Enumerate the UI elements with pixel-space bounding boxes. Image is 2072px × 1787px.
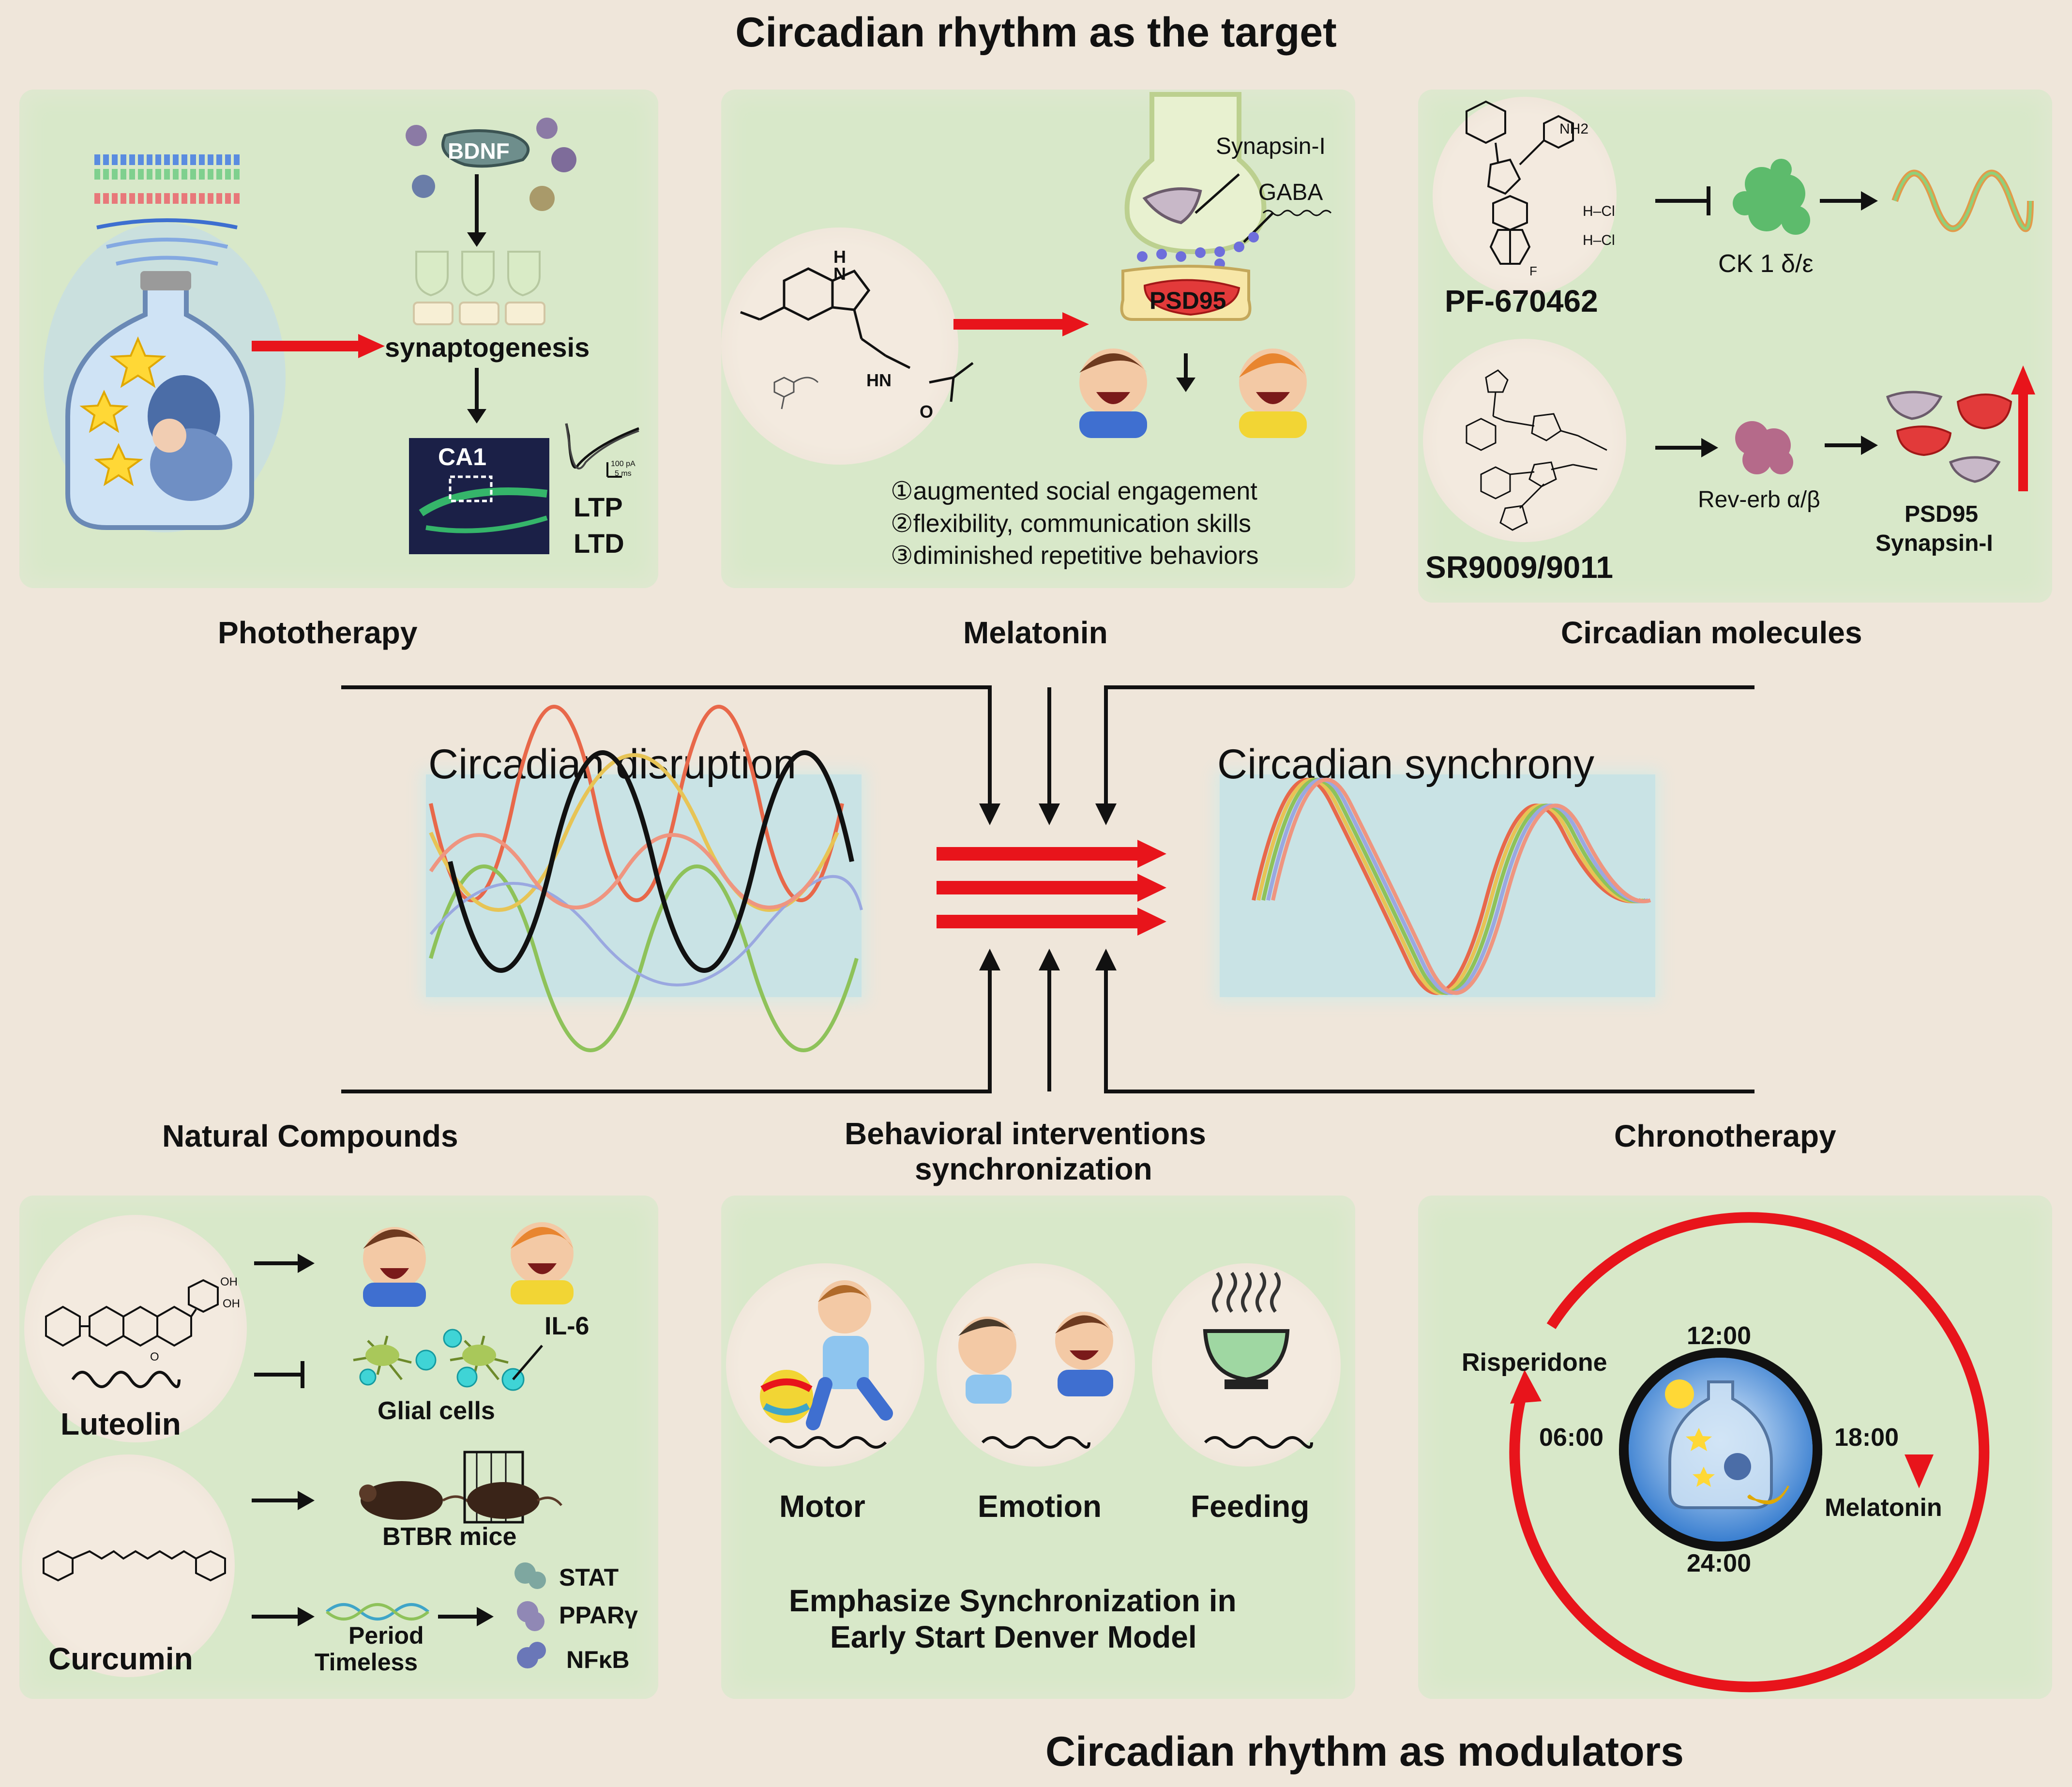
il6-label: IL-6	[544, 1312, 590, 1340]
sr-structure-circle	[1423, 339, 1626, 542]
top-title: Circadian rhythm as the target	[735, 9, 1337, 56]
section-label-melatonin: Melatonin	[963, 615, 1108, 650]
emotion-label: Emotion	[978, 1489, 1102, 1524]
bdnf-label: BDNF	[448, 138, 510, 164]
outcome-1: ①augmented social engagement	[891, 477, 1257, 505]
ppar-label: PPARγ	[559, 1602, 638, 1629]
amide-o-label: O	[920, 402, 934, 422]
oh-label-2: OH	[223, 1297, 240, 1310]
amide-hn-label: HN	[866, 370, 892, 390]
period-label: Period	[348, 1622, 424, 1649]
hcl-label-1: H–Cl	[1583, 203, 1615, 219]
light-rows	[94, 154, 240, 204]
section-label-natural-compounds: Natural Compounds	[162, 1119, 458, 1153]
risperidone-label: Risperidone	[1462, 1348, 1607, 1377]
sr9009-label: SR9009/9011	[1425, 550, 1613, 585]
scale-pa-label: 100 pA	[611, 460, 635, 468]
hcl-label-2: H–Cl	[1583, 232, 1615, 248]
motor-label: Motor	[779, 1489, 865, 1524]
nfkb-label: NFκB	[566, 1646, 630, 1673]
curcumin-structure-circle	[22, 1454, 235, 1677]
synapsin-right-label: Synapsin-I	[1875, 530, 1993, 556]
time-24: 24:00	[1687, 1549, 1751, 1577]
o-label-luteolin: O	[150, 1350, 159, 1363]
scale-ms-label: 5 ms	[615, 469, 632, 478]
emphasis-line-2: Early Start Denver Model	[830, 1620, 1197, 1654]
indole-n-label: N	[833, 264, 846, 284]
synapsin-label: Synapsin-I	[1216, 134, 1326, 159]
melatonin-chrono-label: Melatonin	[1825, 1494, 1942, 1522]
timeless-label: Timeless	[315, 1649, 418, 1676]
melatonin-structure-circle	[721, 227, 958, 465]
section-label-circadian-molecules: Circadian molecules	[1561, 615, 1862, 650]
section-label-phototherapy: Phototherapy	[218, 615, 418, 650]
rev-erb-label: Rev-erb α/β	[1698, 487, 1820, 513]
section-label-behavioral-1: Behavioral interventions	[845, 1116, 1206, 1151]
ltd-label: LTD	[574, 528, 624, 559]
luteolin-structure-circle	[24, 1215, 247, 1442]
stat-label: STAT	[559, 1564, 619, 1591]
time-06: 06:00	[1539, 1424, 1603, 1452]
gaba-label: GABA	[1258, 180, 1323, 205]
luteolin-label: Luteolin	[60, 1407, 181, 1441]
circadian-synchrony-title: Circadian synchrony	[1217, 741, 1595, 787]
ltp-label: LTP	[574, 492, 623, 522]
pf-670462-label: PF-670462	[1445, 284, 1598, 318]
emphasis-line-1: Emphasize Synchronization in	[789, 1583, 1237, 1618]
fluorine-label: F	[1529, 264, 1537, 278]
psd95-right-label: PSD95	[1905, 501, 1979, 527]
ca1-label: CA1	[438, 443, 487, 470]
btbr-mice-label: BTBR mice	[382, 1523, 517, 1551]
glial-cells-label: Glial cells	[378, 1397, 495, 1425]
pf-structure-circle	[1433, 97, 1617, 295]
section-label-behavioral-2: synchronization	[915, 1151, 1152, 1186]
oh-label-1: OH	[220, 1275, 238, 1288]
bottom-title: Circadian rhythm as modulators	[1045, 1728, 1684, 1775]
nh2-label: NH2	[1559, 121, 1589, 137]
ck1-label: CK 1 δ/ε	[1718, 250, 1814, 278]
time-18: 18:00	[1834, 1424, 1899, 1452]
section-label-chronotherapy: Chronotherapy	[1614, 1119, 1836, 1153]
synaptogenesis-label: synaptogenesis	[385, 332, 590, 363]
feeding-label: Feeding	[1191, 1489, 1310, 1524]
psd95-label: PSD95	[1149, 287, 1226, 314]
curcumin-label: Curcumin	[48, 1641, 193, 1676]
indole-h-label: H	[833, 247, 846, 267]
outcome-3: ③diminished repetitive behaviors	[891, 542, 1259, 570]
outcome-2: ②flexibility, communication skills	[891, 510, 1251, 538]
time-12: 12:00	[1687, 1322, 1751, 1350]
